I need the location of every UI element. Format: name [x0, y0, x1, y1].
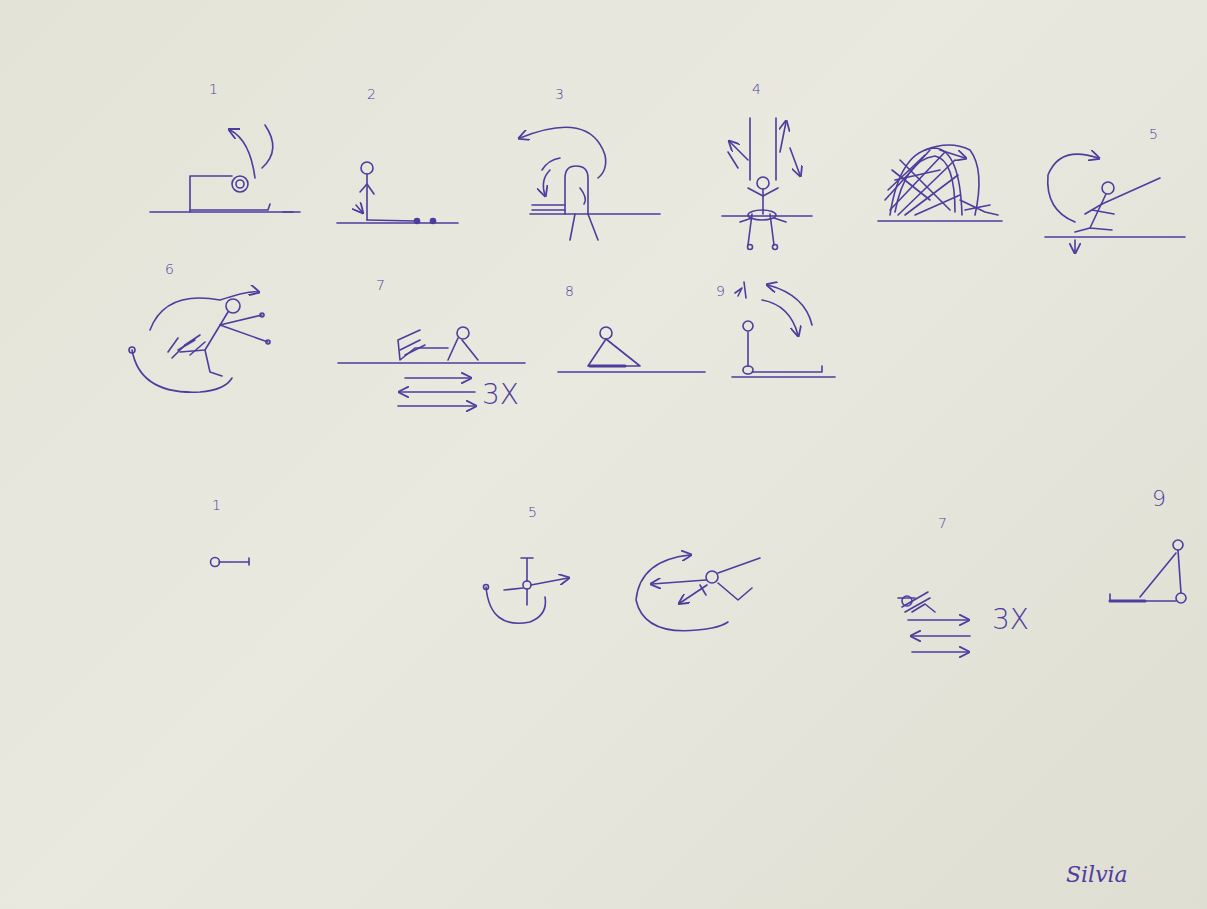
- scribbled-figure: [878, 145, 1002, 221]
- callout-number: 3: [555, 87, 564, 101]
- figure-3: [520, 127, 660, 240]
- plan-5b: [636, 555, 760, 631]
- callout-number: 5: [1149, 127, 1158, 141]
- callout-number: 5: [528, 505, 537, 519]
- figure-9: [732, 282, 835, 377]
- callout-number: 1: [212, 498, 221, 512]
- figure-2: [337, 162, 458, 224]
- signature: Silvia: [1066, 864, 1128, 886]
- plan-7: [898, 592, 970, 652]
- figure-8: [558, 327, 705, 372]
- repeat-note: 3X: [482, 381, 519, 409]
- callout-number: 1: [209, 82, 218, 96]
- figure-5: [1045, 154, 1185, 252]
- callout-number: 6: [165, 262, 174, 276]
- figure-6: [129, 292, 270, 393]
- plan-1: [211, 558, 250, 567]
- figure-1: [150, 125, 300, 212]
- callout-number: 2: [367, 87, 376, 101]
- figure-4: [722, 118, 812, 250]
- repeat-note: 3X: [992, 606, 1029, 634]
- callout-number: 9: [1152, 488, 1166, 510]
- callout-number: 8: [565, 284, 574, 298]
- plan-9: [1110, 540, 1186, 603]
- callout-number: 4: [752, 82, 761, 96]
- callout-number: 7: [938, 516, 947, 530]
- callout-number: 9: [716, 284, 725, 298]
- callout-number: 7: [376, 278, 385, 292]
- plan-5: [484, 558, 569, 623]
